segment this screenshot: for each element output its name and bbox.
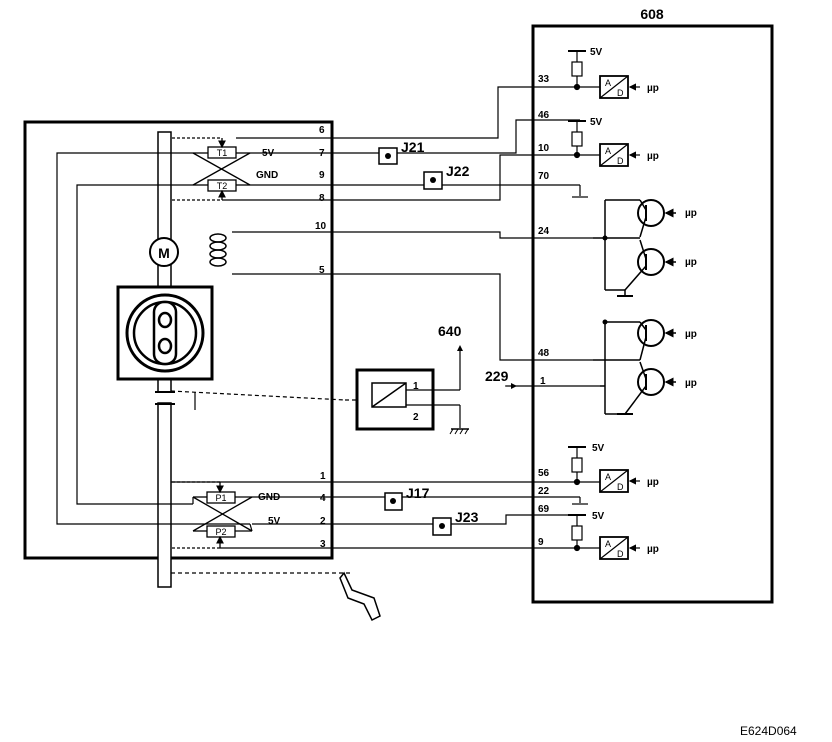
tr4-mu: µp xyxy=(685,378,697,389)
ecu-pin-9: 9 xyxy=(538,537,544,548)
p-5v-label: 5V xyxy=(268,516,281,527)
ecu-pin-70: 70 xyxy=(538,171,550,182)
act-pin-8: 8 xyxy=(319,193,325,204)
adc4-a: A xyxy=(605,539,611,549)
ecu-input-56 xyxy=(568,446,640,493)
act-pin-6: 6 xyxy=(319,125,325,136)
pedal-sensor xyxy=(172,481,253,549)
p1-label: P1 xyxy=(215,493,226,503)
act-pin-9: 9 xyxy=(319,170,325,181)
adc3-d: D xyxy=(617,482,624,492)
motor-icon xyxy=(149,237,179,267)
adc2-d: D xyxy=(617,156,624,166)
adc4-d: D xyxy=(617,549,624,559)
adc1-d: D xyxy=(617,88,624,98)
motor-label: M xyxy=(158,245,170,261)
actuator-unit: M xyxy=(23,120,334,588)
j22-label: J22 xyxy=(446,163,470,179)
ecu-pin-56: 56 xyxy=(538,468,550,479)
ecu-pin-46: 46 xyxy=(538,110,550,121)
t2-label: T2 xyxy=(217,181,228,191)
supply-5v-2: 5V xyxy=(590,117,603,128)
tr3-mu: µp xyxy=(685,329,697,340)
adc4-mu: µp xyxy=(647,544,659,555)
track-sensor xyxy=(172,137,251,201)
ref-640-label: 640 xyxy=(438,323,462,339)
ecu-input-9 xyxy=(568,514,640,560)
adc1-a: A xyxy=(605,78,611,88)
t-gnd-label: GND xyxy=(256,170,278,181)
ecu-pin-48: 48 xyxy=(538,348,550,359)
supply-5v-4: 5V xyxy=(592,511,605,522)
act-pin-5: 5 xyxy=(319,265,325,276)
act-pin-2: 2 xyxy=(320,516,326,527)
ecu-input-10 xyxy=(568,120,640,167)
j21-label: J21 xyxy=(401,139,425,155)
act-pin-4: 4 xyxy=(320,493,326,504)
harness-wires xyxy=(171,86,600,549)
j23-label: J23 xyxy=(455,509,479,525)
act-pin-10: 10 xyxy=(315,221,327,232)
tr1-mu: µp xyxy=(685,208,697,219)
shaft-lower xyxy=(157,402,172,588)
ref-229-label: 229 xyxy=(485,368,509,384)
adc3-a: A xyxy=(605,472,611,482)
tr2-mu: µp xyxy=(685,257,697,268)
relay-pin-2: 2 xyxy=(413,412,419,423)
ecu-pin-10: 10 xyxy=(538,143,550,154)
figure-code: E624D064 xyxy=(740,724,797,738)
act-pin-1: 1 xyxy=(320,471,326,482)
internal-wiring xyxy=(56,152,350,574)
ecu-label: 608 xyxy=(640,6,664,22)
adc1-mu: µp xyxy=(647,83,659,94)
ecu-608: 608 xyxy=(531,6,774,604)
pedal-icon xyxy=(339,571,381,622)
adc3-mu: µp xyxy=(647,477,659,488)
ecu-pin-33: 33 xyxy=(538,74,550,85)
t1-label: T1 xyxy=(217,148,228,158)
supply-5v-3: 5V xyxy=(592,443,605,454)
ecu-pin-69: 69 xyxy=(538,504,550,515)
throttle-body-icon xyxy=(116,285,214,381)
ecu-pin-22: 22 xyxy=(538,486,550,497)
h-bridge xyxy=(593,199,676,415)
junction-j17: J17 xyxy=(384,485,430,511)
junction-j21: J21 xyxy=(378,139,425,165)
ecu-input-33 xyxy=(568,50,640,99)
junction-j22: J22 xyxy=(423,163,470,190)
pin-229-1: 1 xyxy=(540,376,546,387)
relay-pin-1: 1 xyxy=(413,381,419,392)
junction-j23: J23 xyxy=(432,509,479,536)
adc2-a: A xyxy=(605,146,611,156)
coil-icon xyxy=(209,233,227,267)
supply-5v-1: 5V xyxy=(590,47,603,58)
act-pin-3: 3 xyxy=(320,539,326,550)
relay-icon: 1 2 xyxy=(355,345,469,435)
p2-label: P2 xyxy=(215,527,226,537)
adc2-mu: µp xyxy=(647,151,659,162)
ecu-pin-24: 24 xyxy=(538,226,550,237)
j17-label: J17 xyxy=(406,485,430,501)
